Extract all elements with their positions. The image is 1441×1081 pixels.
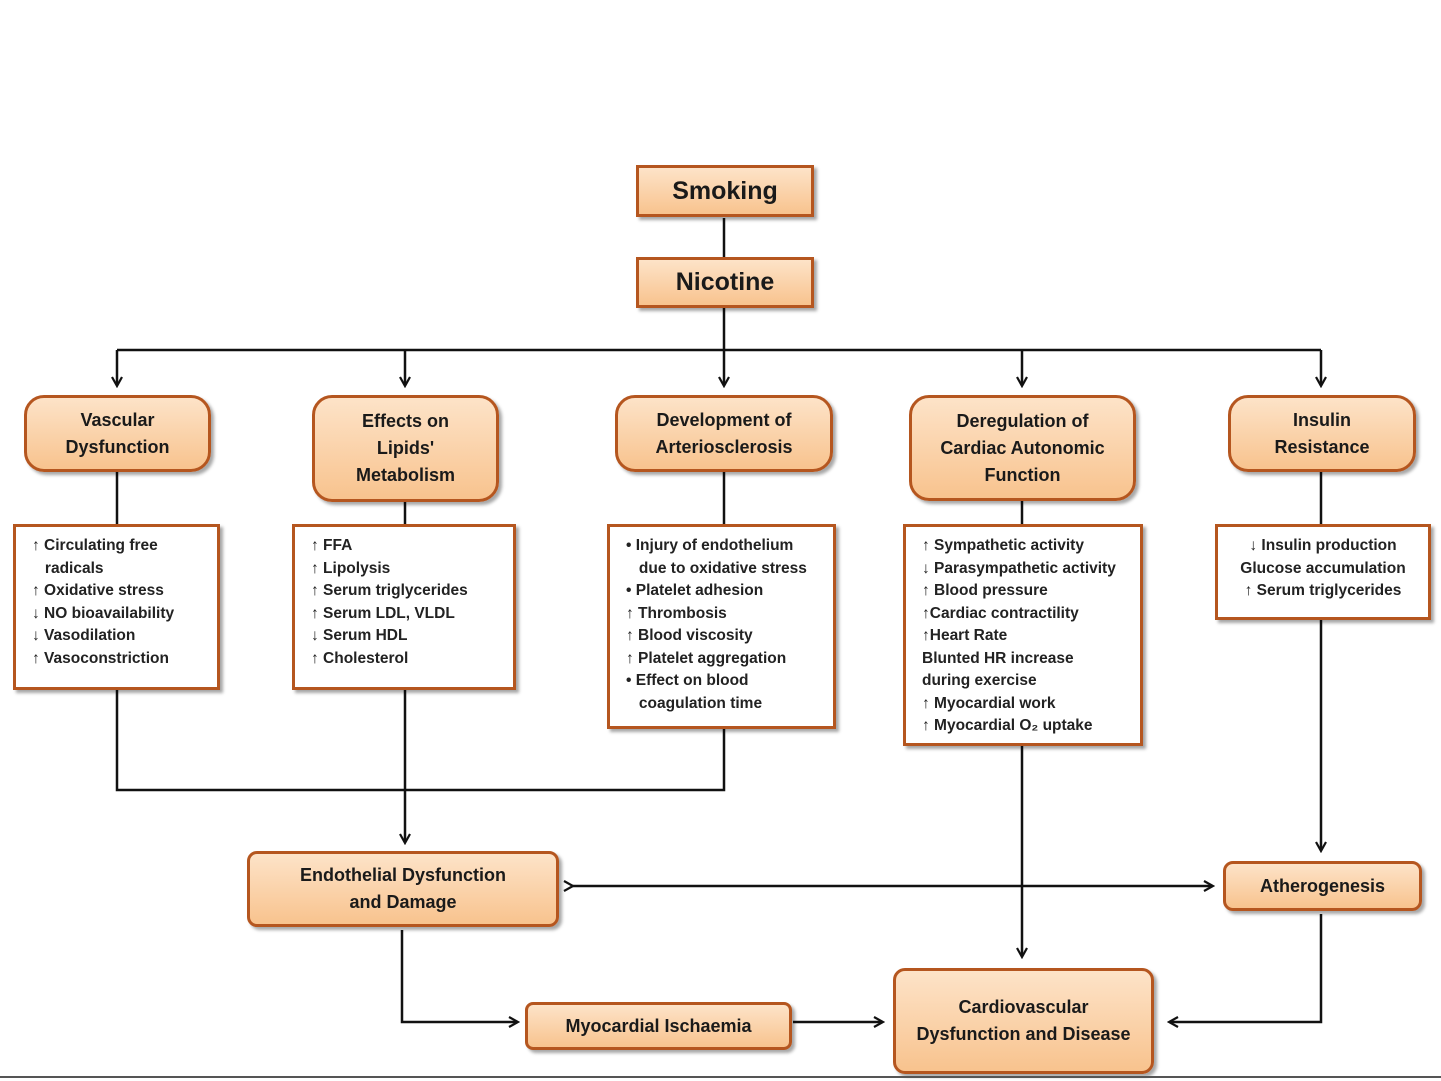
list-item: due to oxidative stress bbox=[626, 559, 807, 577]
lipids-effects-list: ↑ FFA ↑ Lipolysis ↑ Serum triglycerides … bbox=[292, 524, 516, 690]
cardiovascular-disease-box: Cardiovascular Dysfunction and Disease bbox=[893, 968, 1154, 1074]
bottom-divider bbox=[0, 1076, 1441, 1078]
list-item: coagulation time bbox=[626, 694, 763, 712]
box-line: and Damage bbox=[349, 892, 457, 912]
list-item: ↓ Insulin production bbox=[1249, 537, 1397, 554]
box-line: Vascular bbox=[80, 409, 155, 430]
box-line: Resistance bbox=[1274, 436, 1370, 457]
list-item: ↑ Blood pressure bbox=[922, 582, 1048, 599]
box-line: Deregulation of bbox=[956, 410, 1089, 431]
list-item: ↑ Serum triglycerides bbox=[1244, 582, 1402, 599]
list-item: radicals bbox=[32, 559, 104, 577]
list-item: ↑ Sympathetic activity bbox=[922, 537, 1084, 554]
list-item: • Effect on blood bbox=[626, 672, 749, 689]
list-item: ↓ Vasodilation bbox=[32, 627, 136, 644]
smoking-label: Smoking bbox=[672, 176, 778, 205]
lipids-metabolism-box: Effects on Lipids' Metabolism bbox=[312, 395, 499, 502]
atherogenesis-box: Atherogenesis bbox=[1223, 861, 1422, 911]
box-line: Dysfunction and Disease bbox=[916, 1024, 1131, 1044]
vascular-effects-list: ↑ Circulating free radicals ↑ Oxidative … bbox=[13, 524, 220, 690]
list-item: ↑ Oxidative stress bbox=[32, 582, 164, 599]
list-item: ↑ Myocardial work bbox=[922, 694, 1056, 712]
atherogenesis-label: Atherogenesis bbox=[1259, 875, 1386, 896]
list-item: ↑ Vasoconstriction bbox=[32, 649, 169, 667]
list-item: ↑Cardiac contractility bbox=[922, 604, 1079, 622]
box-line: Lipids' bbox=[376, 438, 435, 458]
list-item: ↑ Circulating free bbox=[32, 537, 158, 554]
myocardial-ischaemia-box: Myocardial Ischaemia bbox=[525, 1002, 792, 1050]
arrow-atherogenesis-to-cvd bbox=[1170, 914, 1323, 1022]
list-item: ↑ Cholesterol bbox=[311, 649, 409, 667]
list-item: ↑ Platelet aggregation bbox=[626, 649, 787, 667]
list-item: ↓ Serum HDL bbox=[311, 627, 408, 644]
arteriosclerosis-box: Development of Arteriosclerosis bbox=[615, 395, 833, 472]
endothelial-dysfunction-box: Endothelial Dysfunction and Damage bbox=[247, 851, 559, 927]
merge-line bbox=[115, 690, 726, 792]
box-line: Endothelial Dysfunction bbox=[299, 865, 506, 885]
list-item: ↑ Serum LDL, VLDL bbox=[311, 604, 455, 622]
box-line: Cardiovascular bbox=[958, 997, 1089, 1017]
list-item: ↓ Parasympathetic activity bbox=[922, 559, 1116, 577]
list-item: during exercise bbox=[922, 672, 1037, 689]
box-line: Effects on bbox=[361, 411, 449, 431]
ischaemia-label: Myocardial Ischaemia bbox=[565, 1015, 752, 1036]
list-item: ↑ Thrombosis bbox=[626, 604, 727, 622]
cardiac-autonomic-box: Deregulation of Cardiac Autonomic Functi… bbox=[909, 395, 1136, 501]
list-item: ↑ Serum triglycerides bbox=[311, 582, 468, 599]
list-item: ↑ FFA bbox=[311, 537, 353, 554]
cardiac-effects-list: ↑ Sympathetic activity ↓ Parasympathetic… bbox=[903, 524, 1143, 746]
vascular-dysfunction-box: Vascular Dysfunction bbox=[24, 395, 211, 472]
box-line: Function bbox=[984, 464, 1061, 485]
nicotine-label: Nicotine bbox=[675, 268, 775, 296]
insulin-resistance-box: Insulin Resistance bbox=[1228, 395, 1416, 472]
nicotine-box: Nicotine bbox=[636, 257, 814, 308]
box-line: Insulin bbox=[1293, 409, 1351, 430]
list-item: ↑Heart Rate bbox=[922, 627, 1008, 644]
list-item: Glucose accumulation bbox=[1240, 559, 1406, 577]
arteriosclerosis-effects-list: • Injury of endothelium due to oxidative… bbox=[607, 524, 836, 729]
arrow-to-ischaemia bbox=[400, 930, 517, 1022]
list-item: ↓ NO bioavailability bbox=[32, 604, 175, 622]
list-item: Blunted HR increase bbox=[922, 649, 1074, 667]
box-line: Development of bbox=[656, 409, 792, 430]
list-item: • Platelet adhesion bbox=[626, 582, 764, 599]
list-item: • Injury of endothelium bbox=[626, 537, 794, 554]
box-line: Cardiac Autonomic bbox=[940, 437, 1105, 458]
insulin-effects-list: ↓ Insulin production Glucose accumulatio… bbox=[1215, 524, 1431, 620]
list-item: ↑ Lipolysis bbox=[311, 559, 391, 577]
box-line: Dysfunction bbox=[65, 436, 170, 457]
box-line: Metabolism bbox=[355, 465, 456, 485]
list-item: ↑ Blood viscosity bbox=[626, 627, 753, 644]
list-item: ↑ Myocardial O₂ uptake bbox=[922, 717, 1093, 734]
box-line: Arteriosclerosis bbox=[655, 436, 793, 457]
smoking-box: Smoking bbox=[636, 165, 814, 217]
